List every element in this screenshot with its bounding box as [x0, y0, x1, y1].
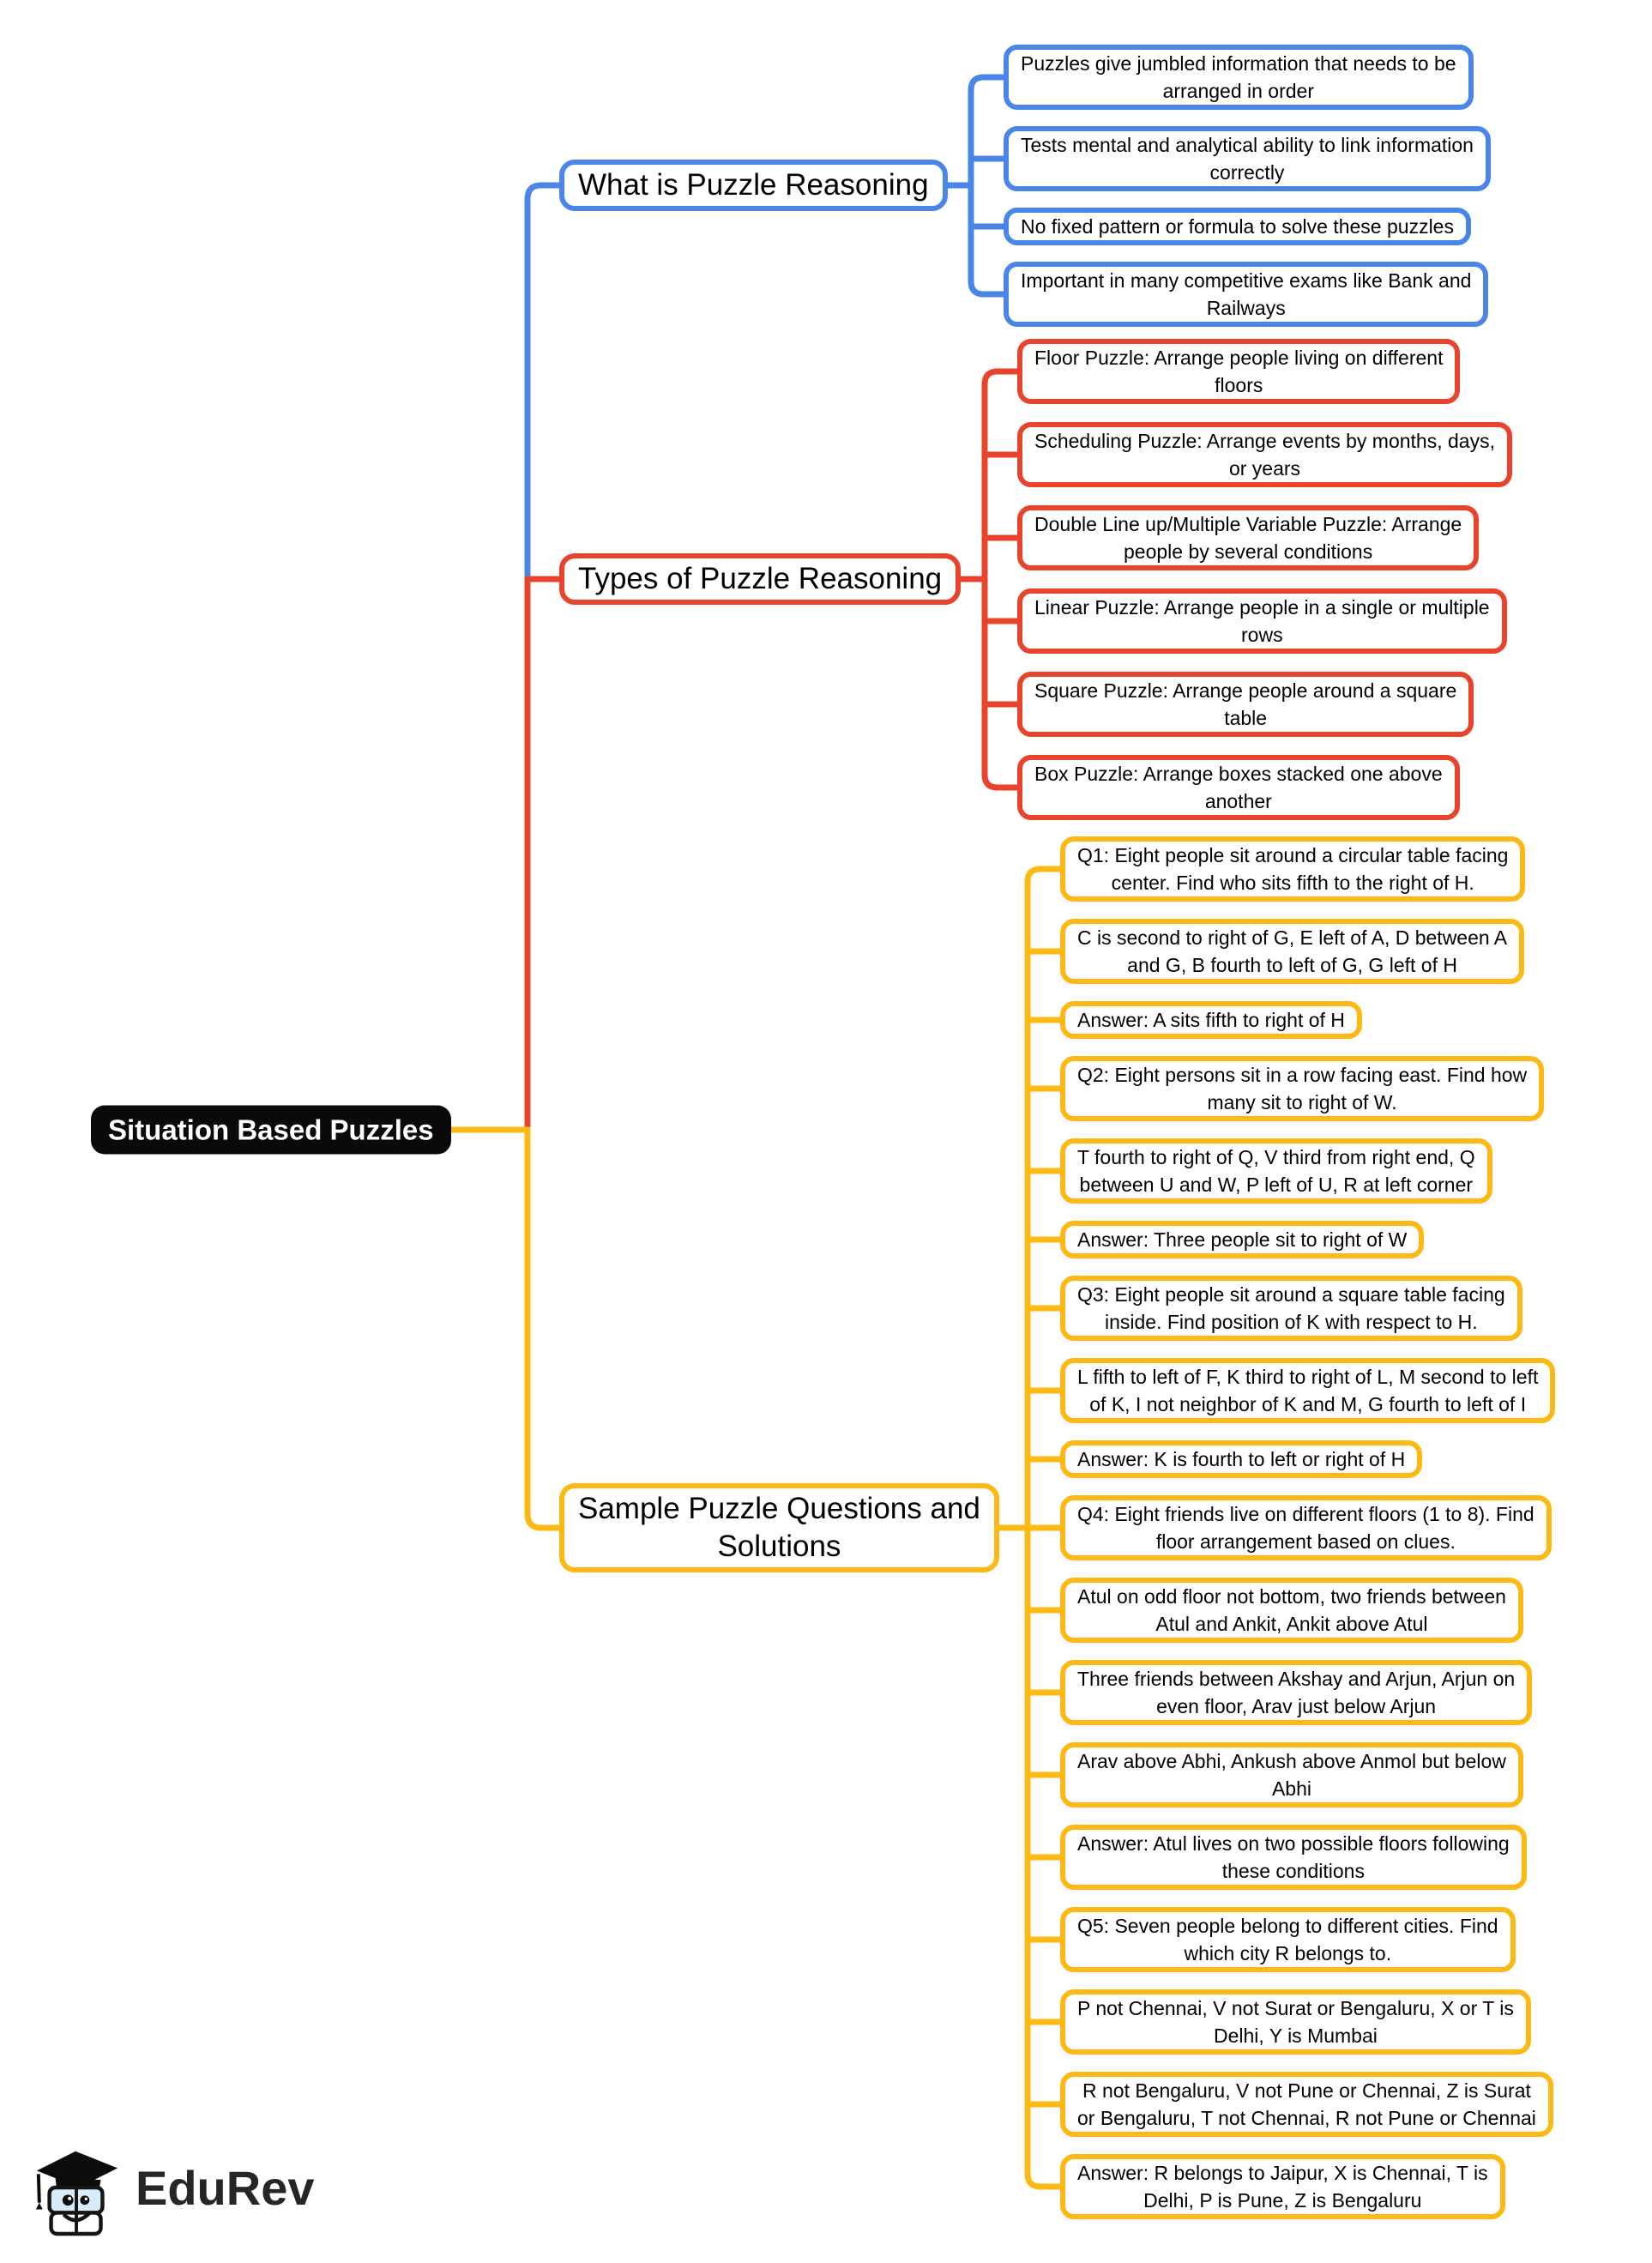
branch-node-types-of-puzzle-reasoning: Types of Puzzle Reasoning — [559, 553, 962, 605]
leaf-node-b1-6: Box Puzzle: Arrange boxes stacked one ab… — [1017, 755, 1460, 820]
leaf-node-b2-18: Answer: R belongs to Jaipur, X is Chenna… — [1060, 2154, 1505, 2219]
leaf-node-b0-4: Important in many competitive exams like… — [1004, 262, 1489, 327]
leaf-node-b2-12: Three friends between Akshay and Arjun, … — [1060, 1660, 1533, 1725]
leaf-node-b0-1: Puzzles give jumbled information that ne… — [1004, 45, 1474, 110]
leaf-node-b2-10: Q4: Eight friends live on different floo… — [1060, 1495, 1552, 1560]
leaf-node-b2-16: P not Chennai, V not Surat or Bengaluru,… — [1060, 1989, 1531, 2055]
leaf-node-b2-3: Answer: A sits fifth to right of H — [1060, 1001, 1362, 1039]
connector — [524, 182, 604, 582]
leaf-node-b2-9: Answer: K is fourth to left or right of … — [1060, 1440, 1423, 1478]
leaf-node-b2-14: Answer: Atul lives on two possible floor… — [1060, 1825, 1527, 1890]
leaf-node-b2-15: Q5: Seven people belong to different cit… — [1060, 1907, 1516, 1972]
leaf-node-b2-7: Q3: Eight people sit around a square tab… — [1060, 1276, 1522, 1341]
leaf-node-b0-3: No fixed pattern or formula to solve the… — [1004, 208, 1471, 245]
connector — [981, 368, 1046, 791]
connector — [524, 1126, 604, 1531]
graduation-cap-books-mascot-icon — [35, 2151, 118, 2236]
connector — [968, 74, 1033, 298]
leaf-node-b2-11: Atul on odd floor not bottom, two friend… — [1060, 1578, 1523, 1643]
edurev-wordmark: EduRev — [136, 2160, 315, 2215]
leaf-node-b2-2: C is second to right of G, E left of A, … — [1060, 919, 1525, 984]
branch-node-sample-puzzle-questions: Sample Puzzle Questions and Solutions — [559, 1483, 999, 1572]
leaf-node-b2-5: T fourth to right of Q, V third from rig… — [1060, 1138, 1492, 1204]
leaf-node-b2-17: R not Bengaluru, V not Pune or Chennai, … — [1060, 2072, 1553, 2137]
leaf-node-b2-8: L fifth to left of F, K third to right o… — [1060, 1358, 1556, 1423]
connector — [1024, 866, 1089, 2190]
leaf-node-b2-13: Arav above Abhi, Ankush above Anmol but … — [1060, 1742, 1523, 1807]
leaf-node-b1-3: Double Line up/Multiple Variable Puzzle:… — [1017, 505, 1480, 570]
leaf-node-b2-1: Q1: Eight people sit around a circular t… — [1060, 836, 1526, 902]
leaf-node-b2-4: Q2: Eight persons sit in a row facing ea… — [1060, 1056, 1545, 1121]
leaf-node-b0-2: Tests mental and analytical ability to l… — [1004, 126, 1491, 191]
branch-node-what-is-puzzle-reasoning: What is Puzzle Reasoning — [559, 160, 948, 211]
leaf-node-b1-4: Linear Puzzle: Arrange people in a singl… — [1017, 588, 1507, 654]
edurev-logo: EduRev — [31, 2138, 315, 2237]
leaf-node-b1-2: Scheduling Puzzle: Arrange events by mon… — [1017, 422, 1512, 487]
leaf-node-b2-6: Answer: Three people sit to right of W — [1060, 1221, 1425, 1258]
leaf-node-b1-1: Floor Puzzle: Arrange people living on d… — [1017, 339, 1461, 404]
leaf-node-b1-5: Square Puzzle: Arrange people around a s… — [1017, 672, 1474, 737]
root-node: Situation Based Puzzles — [91, 1105, 451, 1155]
